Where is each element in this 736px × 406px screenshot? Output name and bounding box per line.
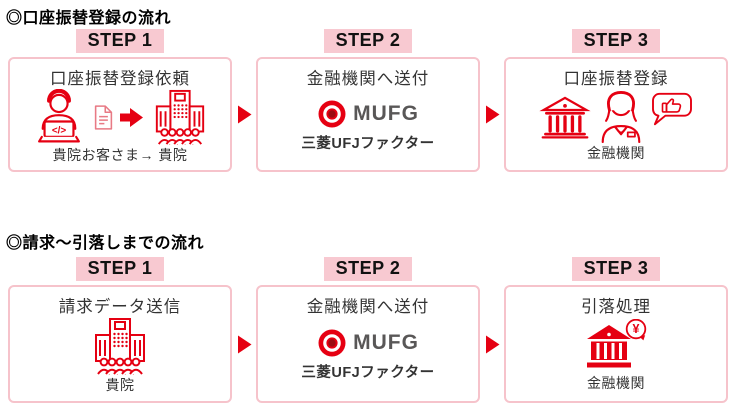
box-caption: 金融機関 bbox=[587, 145, 645, 161]
section-2-boxes: 請求データ送信 bbox=[8, 285, 730, 403]
flow-box-debit-processing: 引落処理 ¥ 金融機関 bbox=[504, 285, 728, 403]
flow-arrow bbox=[480, 285, 504, 403]
right-triangle-arrow-icon bbox=[237, 335, 251, 353]
section-1-boxes: 口座振替登録依頼 </> bbox=[8, 57, 730, 172]
step-label: STEP 1 bbox=[75, 257, 165, 281]
flow-arrow bbox=[232, 285, 256, 403]
teller-person-icon bbox=[596, 89, 646, 143]
mufg-company-text: 三菱UFJファクター bbox=[301, 135, 435, 152]
section-1-title: ◎口座振替登録の流れ bbox=[6, 10, 172, 27]
right-triangle-arrow-icon bbox=[237, 105, 251, 124]
flow-box-billing-data: 請求データ送信 bbox=[8, 285, 232, 403]
box-heading: 金融機関へ送付 bbox=[306, 70, 430, 88]
step-label: STEP 3 bbox=[571, 29, 661, 53]
building-people-icon bbox=[88, 317, 152, 375]
flow-arrow bbox=[480, 57, 504, 172]
step-label: STEP 2 bbox=[323, 257, 413, 281]
section-2-step-labels: STEP 1 STEP 2 STEP 3 bbox=[8, 257, 730, 281]
mufg-brand-text: MUFG bbox=[353, 331, 419, 354]
flow-box-send-to-bank: 金融機関へ送付 MUFG 三菱UFJファクター bbox=[256, 57, 480, 172]
box-caption: 金融機関 bbox=[587, 375, 645, 391]
svg-text:¥: ¥ bbox=[633, 322, 640, 336]
section-1-step-labels: STEP 1 STEP 2 STEP 3 bbox=[8, 29, 730, 53]
svg-text:</>: </> bbox=[51, 125, 66, 136]
transfer-arrow-icon bbox=[119, 107, 144, 128]
bank-yen-icon: ¥ bbox=[585, 319, 647, 371]
mufg-company-text: 三菱UFJファクター bbox=[301, 365, 435, 381]
icon-zone: </> bbox=[30, 89, 211, 145]
box-heading: 口座振替登録依頼 bbox=[50, 70, 190, 88]
mufg-logo-block: MUFG 三菱UFJファクター bbox=[301, 89, 434, 162]
icon-zone bbox=[539, 89, 693, 143]
box-heading: 金融機関へ送付 bbox=[306, 298, 430, 316]
flow-box-send-to-bank: 金融機関へ送付 MUFG 三菱UFJファクター bbox=[256, 285, 480, 403]
mufg-brand-text: MUFG bbox=[353, 101, 419, 125]
flow-box-registration-request: 口座振替登録依頼 </> bbox=[8, 57, 232, 172]
mufg-logo-icon bbox=[317, 328, 347, 358]
box-heading: 口座振替登録 bbox=[563, 70, 669, 88]
flow-box-debit-registered: 口座振替登録 bbox=[504, 57, 728, 172]
document-icon bbox=[93, 104, 114, 131]
mufg-logo-block: MUFG 三菱UFJファクター bbox=[301, 317, 434, 393]
right-triangle-arrow-icon bbox=[485, 105, 499, 124]
box-caption: 貴院 bbox=[105, 377, 135, 393]
icon-zone bbox=[88, 317, 152, 375]
step-label: STEP 1 bbox=[75, 29, 165, 53]
box-heading: 請求データ送信 bbox=[58, 298, 182, 316]
flow-arrow bbox=[232, 57, 256, 172]
mufg-logo-icon bbox=[317, 99, 347, 129]
box-caption: 貴院お客さま→ 貴院 bbox=[52, 147, 188, 163]
bank-icon bbox=[539, 94, 591, 139]
building-people-icon bbox=[149, 89, 211, 145]
step-label: STEP 2 bbox=[323, 29, 413, 53]
section-2-title: ◎請求〜引落しまでの流れ bbox=[6, 235, 205, 252]
icon-zone: ¥ bbox=[585, 317, 647, 373]
right-triangle-arrow-icon bbox=[485, 335, 499, 353]
thumbs-up-bubble-icon bbox=[651, 91, 693, 129]
person-laptop-icon: </> bbox=[30, 89, 88, 145]
step-label: STEP 3 bbox=[571, 257, 661, 281]
box-heading: 引落処理 bbox=[581, 298, 651, 316]
